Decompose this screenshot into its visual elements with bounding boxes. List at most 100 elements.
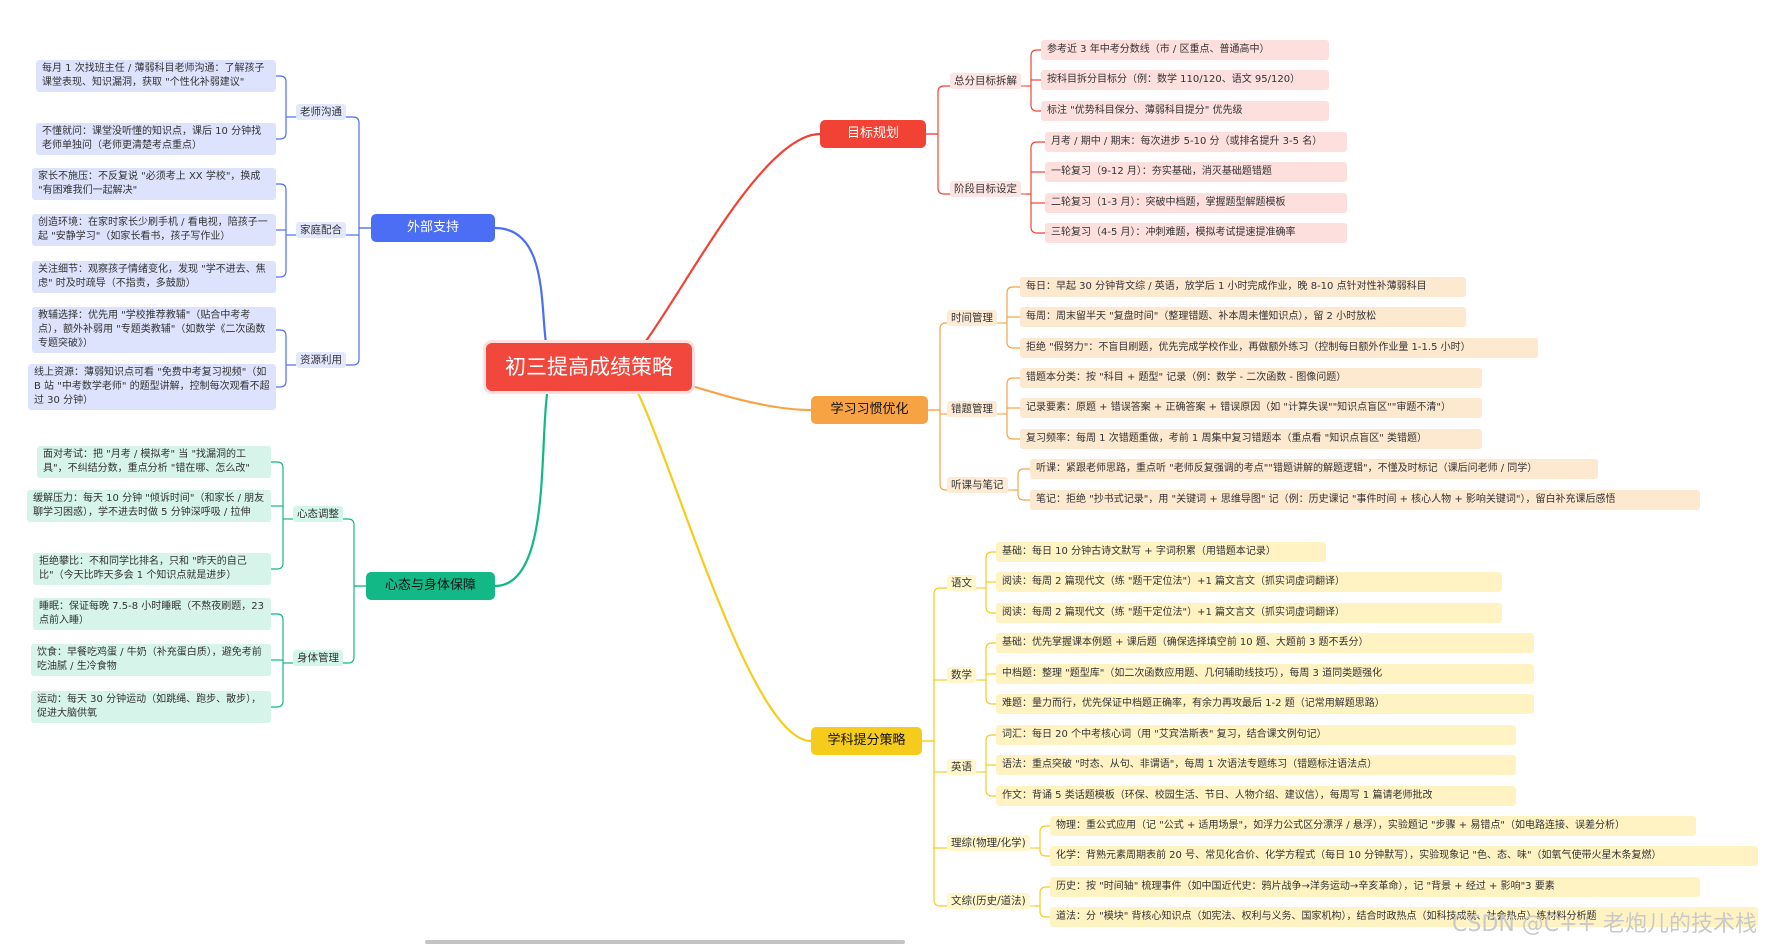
link-sub-1-1-tick [1006,432,1020,440]
mindmap-root[interactable]: 初三提高成绩策略 [486,343,692,391]
sub-time-management[interactable]: 时间管理 [947,310,997,326]
leaf-item[interactable]: 饮食：早餐吃鸡蛋 / 牛奶（补充蛋白质），避免考前吃油腻 / 生冷食物 [31,644,271,676]
link-sub-0-0-tick [1030,104,1041,112]
leaf-item[interactable]: 线上资源：薄弱知识点可看 "免费中考复习视频"（如 B 站 "中考数学老师" 的… [28,364,276,410]
link-sub-2-0-tick [985,606,996,614]
leaf-item[interactable]: 按科目拆分目标分（例：数学 110/120、语文 95/120） [1041,70,1329,90]
leaf-item[interactable]: 阅读：每周 2 篇现代文（练 "题干定位法"）+1 篇文言文（抓实词虚词翻译） [996,572,1502,592]
link-sub-left-0-2-tick [276,380,287,388]
leaf-item[interactable]: 缓解压力：每天 10 分钟 "倾诉时间"（和家长 / 朋友聊学习困惑），学不进去… [27,490,271,522]
leaf-item[interactable]: 基础：优先掌握课本例题 + 课后题（确保选择填空前 10 题、大题前 3 题不丢… [996,633,1534,653]
leaf-item[interactable]: 每周：周末留半天 "复盘时间"（整理错题、补本周未懂知识点），留 2 小时放松 [1020,307,1466,327]
leaf-item[interactable]: 基础：每日 10 分钟古诗文默写 + 字词积累（用错题本记录） [996,542,1326,562]
leaf-item[interactable]: 难题：量力而行，优先保证中档题正确率，有余力再攻最后 1-2 题（记常用解题思路… [996,694,1534,714]
branch-external-support[interactable]: 外部支持 [371,214,495,242]
link-branch-2-tick [933,587,947,595]
link-sub-0-1-tick [1030,141,1045,149]
leaf-item[interactable]: 关注细节：观察孩子情绪变化，发现 "学不进去、焦虑" 时及时疏导（不指责，多鼓励… [32,261,276,293]
leaf-item[interactable]: 拒绝攀比：不和同学比排名，只和 "昨天的自己比"（今天比昨天多会 1 个知识点就… [33,553,271,585]
leaf-item[interactable]: 运动：每天 30 分钟运动（如跳绳、跑步、散步），促进大脑供氧 [31,691,271,723]
sub-body-management[interactable]: 身体管理 [293,650,343,666]
link-branch-1-tick [939,322,947,330]
leaf-item[interactable]: 物理：重公式应用（记 "公式 + 适用场景"，如浮力公式区分漂浮 / 悬浮），实… [1050,816,1696,836]
sub-mindset[interactable]: 心态调整 [293,506,343,522]
leaf-item[interactable]: 中档题：整理 "题型库"（如二次函数应用题、几何辅助线技巧），每周 3 道同类题… [996,664,1534,684]
link-sub-1-0-tick [1006,341,1020,349]
sub-family-cooperation[interactable]: 家庭配合 [296,222,346,238]
link-branch-1-tick [939,483,947,491]
leaf-item[interactable]: 作文：背诵 5 类话题模板（环保、校园生活、节日、人物介绍、建议信），每周写 1… [996,786,1516,806]
branch-study-habits[interactable]: 学习习惯优化 [811,396,928,424]
leaf-item[interactable]: 参考近 3 年中考分数线（市 / 区重点、普通高中） [1041,40,1329,60]
link-sub-left-1-0-tick [271,461,284,469]
leaf-item[interactable]: 语法：重点突破 "时态、从句、非谓语"，每周 1 次语法专题练习（错题标注语法点… [996,755,1516,775]
leaf-item[interactable]: 教辅选择：优先用 "学校推荐教辅"（贴合中考考点），额外补弱用 "专题类教辅"（… [32,307,276,353]
leaf-item[interactable]: 每月 1 次找班主任 / 薄弱科目老师沟通：了解孩子课堂表现、知识漏洞，获取 "… [36,60,276,92]
sub-science[interactable]: 理综(物理/化学) [947,835,1030,851]
leaf-item[interactable]: 月考 / 期中 / 期末：每次进步 5-10 分（或排名提升 3-5 名） [1045,132,1347,152]
link-sub-left-1-1-tick [271,613,284,621]
link-sub-1-1-tick [1006,377,1020,385]
sub-lecture-notes[interactable]: 听课与笔记 [947,477,1008,493]
sub-total-score-breakdown[interactable]: 总分目标拆解 [950,73,1021,89]
sub-teacher-communication[interactable]: 老师沟通 [296,104,346,120]
link-sub-left-1-0-tick [271,562,284,570]
horizontal-scrollbar[interactable] [425,940,905,944]
link-branch-2-tick [933,899,947,907]
branch-mental-physical[interactable]: 心态与身体保障 [366,572,495,600]
leaf-item[interactable]: 不懂就问：课堂没听懂的知识点，课后 10 分钟找老师单独问（老师更清楚考点重点） [36,123,276,155]
sub-liberal-arts[interactable]: 文综(历史/道法) [947,893,1030,909]
leaf-item[interactable]: 睡眠：保证每晚 7.5-8 小时睡眠（不熬夜刷题，23 点前入睡） [33,598,271,630]
link-sub-2-0-tick [985,551,996,559]
leaf-item[interactable]: 标注 "优势科目保分、薄弱科目提分" 优先级 [1041,101,1329,121]
leaf-item[interactable]: 每日：早起 30 分钟背文综 / 英语，放学后 1 小时完成作业，晚 8-10 … [1020,277,1466,297]
leaf-item[interactable]: 拒绝 "假努力"：不盲目刷题，优先完成学校作业，再做额外练习（控制每日额外作业量… [1020,338,1538,358]
branch-subject-strategy[interactable]: 学科提分策略 [811,727,922,755]
link-sub-left-1-1-tick [271,700,284,708]
leaf-item[interactable]: 听课：紧跟老师思路，重点听 "老师反复强调的考点""错题讲解的解题逻辑"，不懂及… [1030,459,1598,479]
leaf-item[interactable]: 错题本分类：按 "科目 + 题型" 记录（例：数学 - 二次函数 - 图像问题） [1020,368,1482,388]
link-sub-2-1-tick [985,642,996,650]
link-sub-left-0-0-tick [276,75,287,83]
link-sub-2-3-tick [1039,849,1050,857]
sub-chinese[interactable]: 语文 [947,575,976,591]
leaf-item[interactable]: 家长不施压：不反复说 "必须考上 XX 学校"，换成 "有困难我们一起解决" [32,168,276,200]
leaf-item[interactable]: 道法：分 "模块" 背核心知识点（如宪法、权利与义务、国家机构），结合时政热点（… [1050,907,1758,927]
link-branch-left-0-tick [346,116,360,124]
link-sub-2-2-tick [985,734,996,742]
sub-mistake-management[interactable]: 错题管理 [947,401,997,417]
link-sub-2-4-tick [1039,886,1050,894]
watermark: CSDN @C++ 老炮儿的技术栈 [1452,912,1757,937]
leaf-item[interactable]: 二轮复习（1-3 月）：突破中档题，掌握题型解题模板 [1045,193,1347,213]
leaf-item[interactable]: 词汇：每日 20 个中考核心词（用 "艾宾浩斯表" 复习，结合课文例句记） [996,725,1516,745]
branch-goal-planning[interactable]: 目标规划 [820,120,926,148]
link-root-right-2 [618,365,812,743]
link-branch-left-0-tick [346,358,360,366]
sub-resource-use[interactable]: 资源利用 [296,352,346,368]
leaf-item[interactable]: 记录要素：原题 + 错误答案 + 正确答案 + 错误原因（如 "计算失误""知识… [1020,398,1482,418]
sub-english[interactable]: 英语 [947,759,976,775]
leaf-item[interactable]: 创造环境：在家时家长少刷手机 / 看电视，陪孩子一起 "安静学习"（如家长看书，… [32,214,276,246]
sub-math[interactable]: 数学 [947,667,976,683]
leaf-item[interactable]: 复习频率：每周 1 次错题重做，考前 1 周集中复习错题本（重点看 "知识点盲区… [1020,429,1482,449]
leaf-item[interactable]: 一轮复习（9-12 月）：夯实基础，消灭基础题错题 [1045,162,1347,182]
link-sub-2-1-tick [985,697,996,705]
link-branch-left-1-tick [343,656,355,664]
link-sub-2-4-tick [1039,910,1050,918]
leaf-item[interactable]: 面对考试：把 "月考 / 模拟考" 当 "找漏洞的工具"，不纠结分数，重点分析 … [37,446,271,478]
link-sub-left-0-0-tick [276,132,287,140]
link-branch-left-1-tick [343,518,355,526]
link-branch-0-tick [937,187,950,195]
link-sub-left-0-1-tick [276,183,287,191]
leaf-item[interactable]: 笔记：拒绝 "抄书式记录"，用 "关键词 + 思维导图" 记（例：历史课记 "事… [1030,490,1700,510]
link-sub-0-0-tick [1030,49,1041,57]
link-sub-2-3-tick [1039,825,1050,833]
leaf-item[interactable]: 化学：背熟元素周期表前 20 号、常见化合价、化学方程式（每日 10 分钟默写）… [1050,846,1758,866]
link-sub-1-0-tick [1006,286,1020,294]
sub-stage-goal[interactable]: 阶段目标设定 [950,181,1021,197]
leaf-item[interactable]: 阅读：每周 2 篇现代文（练 "题干定位法"）+1 篇文言文（抓实词虚词翻译） [996,603,1502,623]
leaf-item[interactable]: 历史：按 "时间轴" 梳理事件（如中国近代史：鸦片战争→洋务运动→辛亥革命），记… [1050,877,1700,897]
link-branch-0-tick [937,85,950,93]
leaf-item[interactable]: 三轮复习（4-5 月）：冲刺难题，模拟考试提速提准确率 [1045,223,1347,243]
